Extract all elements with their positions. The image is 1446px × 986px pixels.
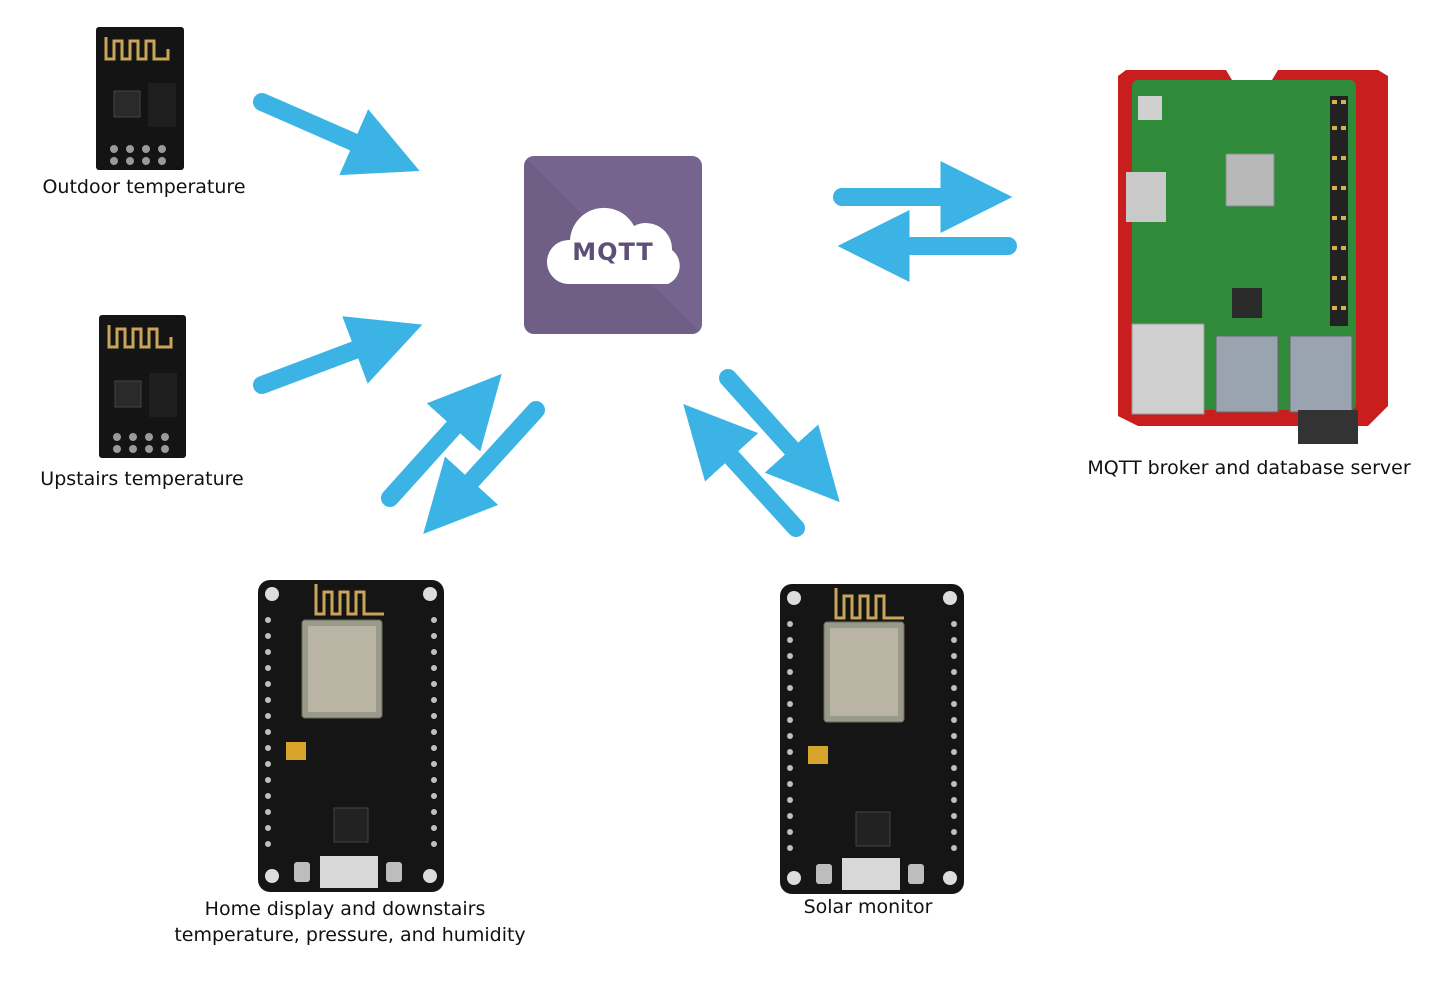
- arrow-mqtt-to-solar: [719, 369, 840, 503]
- mqtt-cloud-icon: [524, 156, 702, 334]
- mqtt-logo-text: MQTT: [572, 238, 654, 266]
- nodemcu-board-icon: [258, 580, 444, 892]
- arrows: [253, 93, 1017, 537]
- arrow-outdoor-to-mqtt: [253, 93, 420, 176]
- arrow-upstairs-to-mqtt: [253, 316, 423, 394]
- solar-monitor-label: Solar monitor: [803, 896, 933, 918]
- home-display-label-line1: Home display and downstairs: [204, 898, 486, 920]
- esp01-board-icon: [99, 315, 186, 458]
- broker-label: MQTT broker and database server: [1087, 457, 1411, 479]
- esp01-board-icon: [96, 27, 184, 170]
- arrow-mqtt-to-home: [423, 401, 545, 534]
- arrow-home-to-mqtt: [381, 373, 502, 507]
- arrow-solar-to-mqtt: [683, 404, 805, 537]
- home-display-label-line2: temperature, pressure, and humidity: [174, 924, 526, 946]
- upstairs-temperature-label: Upstairs temperature: [40, 468, 244, 490]
- outdoor-temperature-label: Outdoor temperature: [42, 176, 246, 198]
- raspberry-pi-icon: [1118, 70, 1388, 444]
- nodemcu-board-icon: [780, 584, 964, 894]
